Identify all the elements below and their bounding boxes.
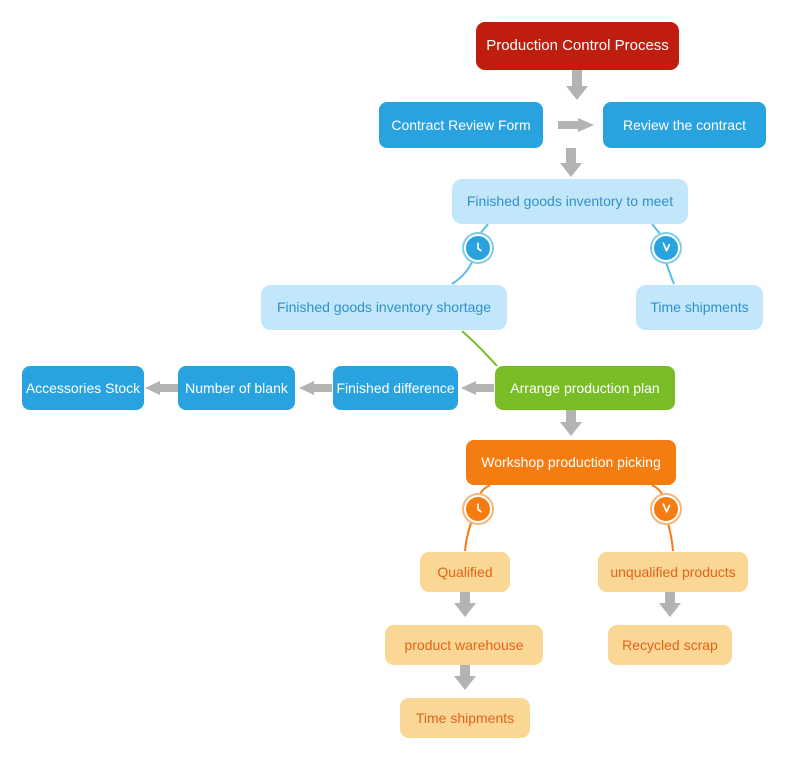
edge-arrow-contract-form-to-inventory — [560, 148, 582, 177]
badge-inventory-left[interactable] — [464, 234, 492, 262]
node-label: Finished goods inventory shortage — [276, 299, 492, 316]
node-label: Finished goods inventory to meet — [466, 193, 674, 210]
node-label: Time shipments — [415, 709, 515, 726]
clock-check-icon — [470, 501, 486, 517]
node-review-the-contract[interactable]: Review the contract — [603, 102, 766, 148]
node-label: Number of blank — [185, 379, 288, 396]
node-production-control-process[interactable]: Production Control Process — [476, 22, 679, 70]
node-label: unqualified products — [610, 563, 736, 580]
edge-arrow-number-of-blank-to-accessories-stock — [145, 381, 178, 395]
badge-workshop-left[interactable] — [464, 495, 492, 523]
edge-arrow-root-to-contract-form — [566, 70, 588, 100]
node-recycled-scrap[interactable]: Recycled scrap — [608, 625, 732, 665]
node-label: Workshop production picking — [481, 454, 661, 471]
node-workshop-production-picking[interactable]: Workshop production picking — [466, 440, 676, 485]
edge-arrow-warehouse-to-time-shipments — [454, 665, 476, 690]
node-qualified[interactable]: Qualified — [420, 552, 510, 592]
edge-arrow-contract-form-to-review — [558, 118, 594, 132]
node-label: Accessories Stock — [25, 379, 141, 396]
node-finished-goods-inventory-shortage[interactable]: Finished goods inventory shortage — [261, 285, 507, 330]
node-label: Finished difference — [336, 379, 455, 396]
clock-check-icon — [470, 240, 486, 256]
node-label: Contract Review Form — [391, 116, 531, 133]
node-arrange-production-plan[interactable]: Arrange production plan — [495, 366, 675, 410]
node-label: Review the contract — [623, 116, 746, 133]
node-label: Qualified — [437, 563, 493, 580]
clock-check-icon — [658, 501, 674, 517]
node-time-shipments-upper[interactable]: Time shipments — [636, 285, 763, 330]
edge-arrow-finished-difference-to-number-of-blank — [299, 381, 332, 395]
badge-workshop-right[interactable] — [652, 495, 680, 523]
edge-arrow-unqualified-to-recycled — [659, 592, 681, 617]
node-label: product warehouse — [404, 636, 524, 653]
node-label: Arrange production plan — [510, 379, 660, 396]
clock-check-icon — [658, 240, 674, 256]
node-number-of-blank[interactable]: Number of blank — [178, 366, 295, 410]
edge-arrow-arrange-plan-to-workshop — [560, 410, 582, 436]
node-contract-review-form[interactable]: Contract Review Form — [379, 102, 543, 148]
node-accessories-stock[interactable]: Accessories Stock — [22, 366, 144, 410]
edge-arrow-qualified-to-warehouse — [454, 592, 476, 617]
node-label: Time shipments — [650, 299, 749, 316]
edge-arrow-arrange-plan-to-finished-difference — [461, 381, 494, 395]
node-label: Production Control Process — [486, 37, 669, 55]
node-finished-difference[interactable]: Finished difference — [333, 366, 458, 410]
node-time-shipments-lower[interactable]: Time shipments — [400, 698, 530, 738]
node-product-warehouse[interactable]: product warehouse — [385, 625, 543, 665]
badge-inventory-right[interactable] — [652, 234, 680, 262]
node-finished-goods-inventory-to-meet[interactable]: Finished goods inventory to meet — [452, 179, 688, 224]
edge-curve-shortage-to-arrange-plan — [461, 330, 498, 367]
node-label: Recycled scrap — [622, 636, 718, 653]
node-unqualified-products[interactable]: unqualified products — [598, 552, 748, 592]
